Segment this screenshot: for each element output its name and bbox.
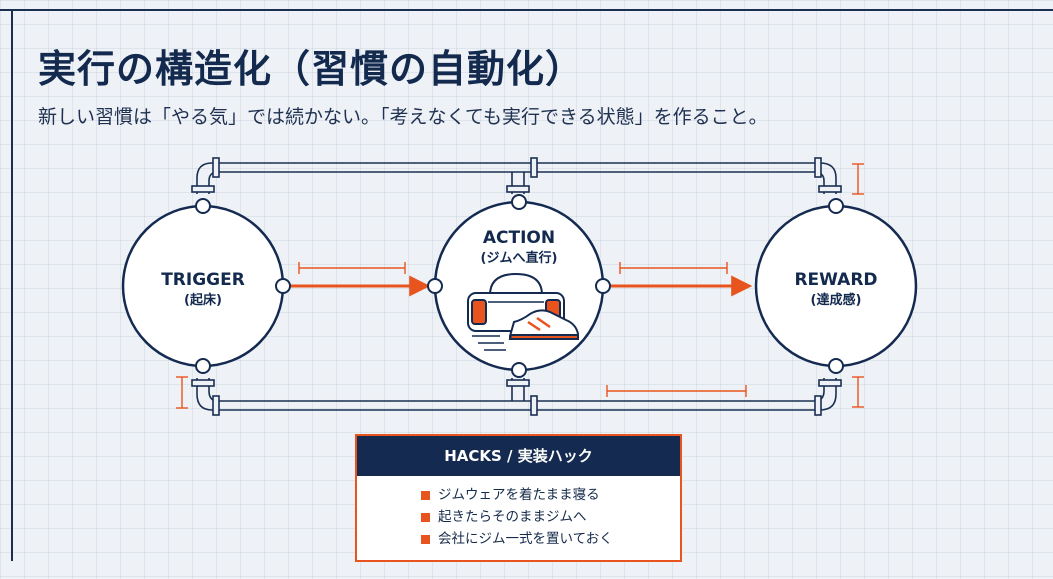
page-subtitle: 新しい習慣は「やる気」では続かない。「考えなくても実行できる状態」を作ること。 [38, 106, 768, 128]
bottom-pipe [191, 378, 842, 416]
hacks-header: HACKS / 実装ハック [357, 436, 680, 476]
hacks-list: ジムウェアを着たまま寝る 起きたらそのままジムへ 会社にジム一式を置いておく [357, 484, 680, 550]
connector-nodes [195, 194, 844, 378]
top-rule [0, 9, 1053, 11]
reward-sublabel: (達成感) [811, 292, 862, 308]
trigger-sublabel: (起床) [184, 292, 222, 308]
hack-item-label: 会社にジム一式を置いておく [438, 531, 613, 547]
action-sublabel: (ジムへ直行) [481, 250, 558, 266]
motion-lines [472, 335, 506, 351]
top-pipe [191, 157, 842, 194]
hack-item: 起きたらそのままジムへ [421, 506, 680, 528]
bullet-icon [421, 534, 430, 544]
hacks-box: HACKS / 実装ハック ジムウェアを着たまま寝る 起きたらそのままジムへ 会… [355, 434, 682, 562]
trigger-label: TRIGGER [161, 270, 245, 290]
hack-item-label: 起きたらそのままジムへ [438, 509, 587, 525]
action-label: ACTION [483, 228, 555, 248]
left-rule [11, 9, 13, 561]
bullet-icon [421, 512, 430, 522]
page-title: 実行の構造化（習慣の自動化） [38, 47, 585, 91]
reward-label: REWARD [794, 270, 877, 290]
bullet-icon [421, 490, 430, 500]
dimension-markers [176, 163, 864, 409]
hack-item: 会社にジム一式を置いておく [421, 528, 680, 550]
hack-item: ジムウェアを着たまま寝る [421, 484, 680, 506]
hack-item-label: ジムウェアを着たまま寝る [438, 487, 600, 503]
sneaker-icon [508, 309, 579, 340]
